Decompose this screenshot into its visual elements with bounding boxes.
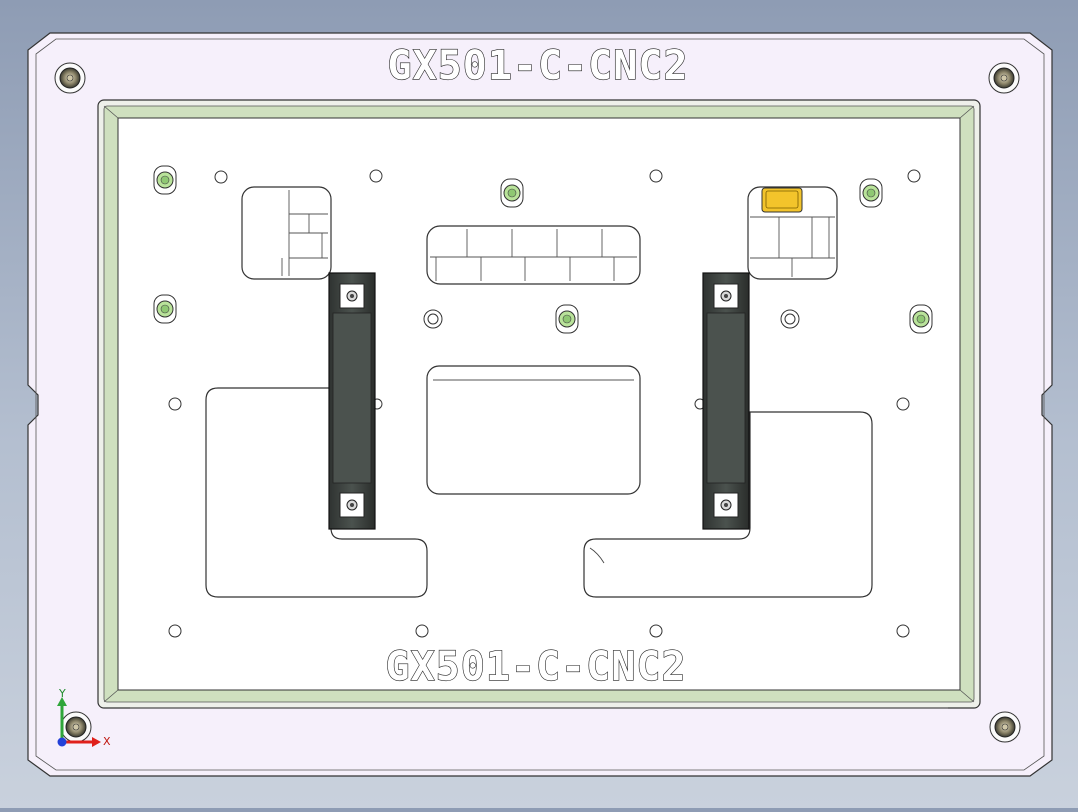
hole xyxy=(369,169,383,183)
pocket-corner-line xyxy=(959,105,975,119)
y-axis-arrowhead xyxy=(57,697,67,706)
locating-pins xyxy=(153,165,933,334)
locating-pin xyxy=(909,304,933,334)
counterbore-hole xyxy=(784,313,796,325)
grid-window-left xyxy=(241,186,332,280)
corner-screw xyxy=(988,62,1020,94)
hole xyxy=(168,624,182,638)
hole xyxy=(649,169,663,183)
right-l-cutout xyxy=(583,411,873,598)
corner-screw xyxy=(54,62,86,94)
center-pocket xyxy=(426,365,641,495)
hole xyxy=(168,397,182,411)
locating-pin xyxy=(555,304,579,334)
grid-window-right xyxy=(747,186,838,280)
outer-plate-inner-edge xyxy=(35,38,1045,771)
z-axis-dot xyxy=(57,737,67,747)
clamp-handle-right xyxy=(702,272,750,530)
hole xyxy=(649,624,663,638)
pocket-corner-line xyxy=(103,105,119,119)
pocket-corner-line xyxy=(103,689,119,703)
axis-triad[interactable]: X Y xyxy=(57,687,111,748)
y-axis-label: Y xyxy=(58,687,66,700)
locating-pin xyxy=(153,165,177,195)
top-engraving: GX501-C-CNC2 xyxy=(388,43,689,89)
hole xyxy=(896,624,910,638)
hole xyxy=(415,624,429,638)
locating-pin xyxy=(859,178,883,208)
grid-slot-center xyxy=(426,225,641,285)
bottom-engraving: GX501-C-CNC2 xyxy=(386,644,687,690)
corner-screw xyxy=(989,711,1021,743)
left-l-cutout xyxy=(205,387,428,598)
counterbore-hole xyxy=(427,313,439,325)
locating-pin xyxy=(500,178,524,208)
pocket-corner-line xyxy=(959,689,975,703)
right-cutout-notch xyxy=(589,547,605,564)
corner-screw xyxy=(60,711,92,743)
locating-pin xyxy=(153,294,177,324)
x-axis-label: X xyxy=(103,735,111,748)
hole xyxy=(896,397,910,411)
yellow-marker xyxy=(761,187,803,213)
x-axis-arrowhead xyxy=(92,737,101,747)
clamp-handle-left xyxy=(328,272,376,530)
hole xyxy=(214,170,228,184)
hole xyxy=(907,169,921,183)
counterbore-holes xyxy=(423,309,800,329)
